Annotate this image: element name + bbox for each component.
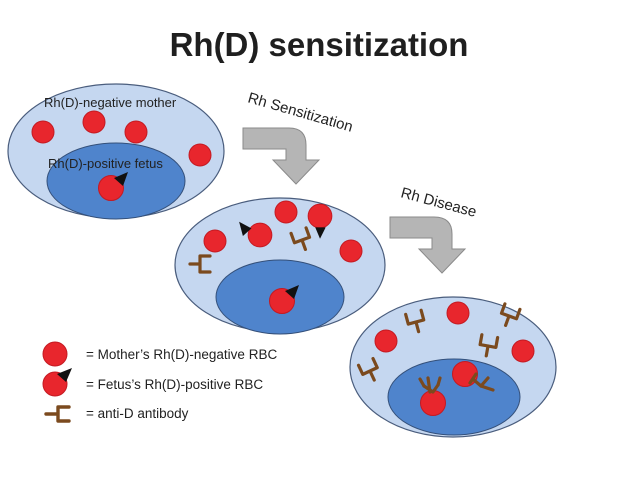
panel-disease bbox=[349, 296, 557, 438]
fetal-rbc bbox=[307, 203, 333, 239]
antibody-swatch bbox=[44, 405, 71, 423]
fetal-rbc bbox=[239, 221, 273, 248]
fetal-rbc-swatch bbox=[42, 368, 72, 397]
maternal-rbc bbox=[374, 329, 398, 353]
maternal-rbc bbox=[446, 301, 470, 325]
legend-item: = Mother’s Rh(D)-negative RBC bbox=[42, 341, 277, 367]
arrow-sensitization: Rh Sensitization bbox=[242, 90, 355, 185]
panel-initial: Rh(D)-negative mother Rh(D)-positive fet… bbox=[7, 83, 225, 220]
legend: = Mother’s Rh(D)-negative RBC = Fetus’s … bbox=[42, 341, 277, 423]
mother-label: Rh(D)-negative mother bbox=[44, 95, 177, 110]
fetal-rbc-bound bbox=[452, 361, 495, 392]
maternal-rbc bbox=[274, 200, 298, 224]
maternal-rbc bbox=[124, 120, 148, 144]
maternal-rbc bbox=[82, 110, 106, 134]
legend-text: = anti-D antibody bbox=[86, 406, 189, 421]
disease-label: Rh Disease bbox=[399, 184, 478, 220]
panel-sensitization bbox=[174, 197, 386, 335]
maternal-rbc bbox=[31, 120, 55, 144]
maternal-rbc bbox=[339, 239, 363, 263]
maternal-rbc-swatch bbox=[42, 341, 68, 367]
maternal-rbc bbox=[511, 339, 535, 363]
legend-item: = Fetus’s Rh(D)-positive RBC bbox=[42, 368, 263, 397]
maternal-rbc bbox=[203, 229, 227, 253]
fetus-label: Rh(D)-positive fetus bbox=[48, 156, 163, 171]
arrow-disease: Rh Disease bbox=[389, 184, 478, 274]
legend-text: = Mother’s Rh(D)-negative RBC bbox=[86, 347, 277, 362]
maternal-rbc bbox=[188, 143, 212, 167]
slide-title: Rh(D) sensitization bbox=[169, 26, 469, 63]
fetal-rbc-bound bbox=[418, 376, 446, 416]
legend-text: = Fetus’s Rh(D)-positive RBC bbox=[86, 377, 263, 392]
legend-item: = anti-D antibody bbox=[44, 405, 189, 423]
